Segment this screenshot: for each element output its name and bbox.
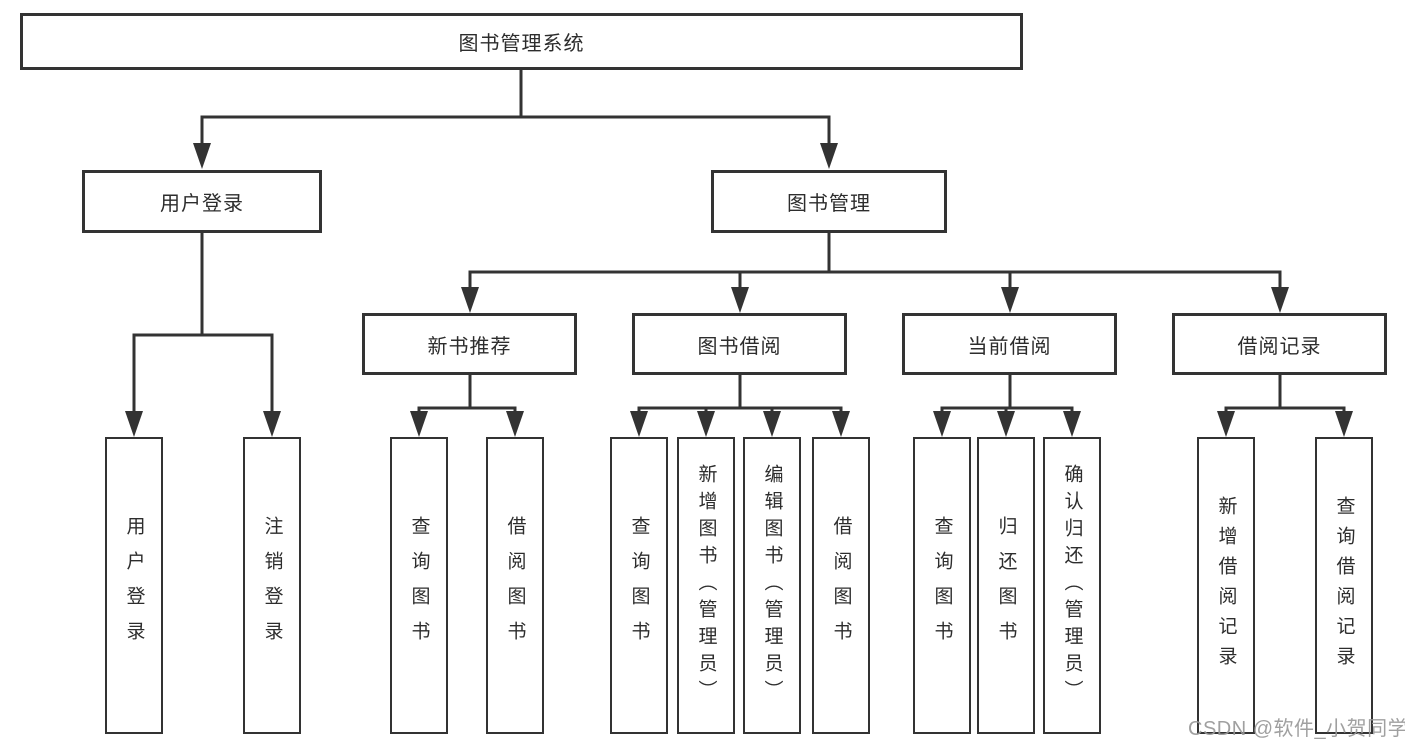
node-label: 新书推荐 <box>427 335 512 358</box>
leaf-borrow-books: 借阅图书 <box>812 437 870 734</box>
leaf-label: 注销登录 <box>261 515 283 656</box>
csdn-watermark: CSDN @软件_小贺同学 <box>1188 718 1405 740</box>
leaf-label: 新增借阅记录 <box>1215 495 1237 676</box>
node-current-borrowing: 当前借阅 <box>902 313 1117 375</box>
leaf-borrow-books: 借阅图书 <box>486 437 544 734</box>
leaf-query-books: 查询图书 <box>610 437 668 734</box>
node-label: 图书借阅 <box>697 335 782 358</box>
node-label: 图书管理系统 <box>458 33 585 55</box>
leaf-query-borrow-record: 查询借阅记录 <box>1315 437 1373 734</box>
leaf-label: 借阅图书 <box>830 515 852 656</box>
leaf-label: 查询借阅记录 <box>1333 495 1355 676</box>
leaf-label: 用户登录 <box>123 515 145 656</box>
leaf-label: 查询图书 <box>931 515 953 656</box>
leaf-add-books-admin: 新增图书（管理员） <box>677 437 735 734</box>
node-borrowing-records: 借阅记录 <box>1172 313 1387 375</box>
node-book-management: 图书管理 <box>711 170 947 233</box>
leaf-query-books: 查询图书 <box>390 437 448 734</box>
leaf-query-books: 查询图书 <box>913 437 971 734</box>
node-user-login: 用户登录 <box>82 170 322 233</box>
leaf-user-login: 用户登录 <box>105 437 163 734</box>
leaf-confirm-return-admin: 确认归还（管理员） <box>1043 437 1101 734</box>
node-new-book-recommendation: 新书推荐 <box>362 313 577 375</box>
leaf-label: 归还图书 <box>995 515 1017 656</box>
leaf-edit-books-admin: 编辑图书（管理员） <box>743 437 801 734</box>
leaf-label: 查询图书 <box>408 515 430 656</box>
leaf-label: 查询图书 <box>628 515 650 656</box>
node-label: 当前借阅 <box>967 335 1052 358</box>
node-label: 用户登录 <box>160 193 244 215</box>
leaf-add-borrow-record: 新增借阅记录 <box>1197 437 1255 734</box>
node-book-borrowing: 图书借阅 <box>632 313 847 375</box>
leaf-return-books: 归还图书 <box>977 437 1035 734</box>
node-label: 图书管理 <box>787 193 871 215</box>
leaf-logout: 注销登录 <box>243 437 301 734</box>
node-library-management-system: 图书管理系统 <box>20 13 1023 70</box>
leaf-label: 确认归还（管理员） <box>1061 464 1083 707</box>
node-label: 借阅记录 <box>1237 335 1322 358</box>
leaf-label: 借阅图书 <box>504 515 526 656</box>
leaf-label: 新增图书（管理员） <box>695 464 717 707</box>
leaf-label: 编辑图书（管理员） <box>761 464 783 707</box>
